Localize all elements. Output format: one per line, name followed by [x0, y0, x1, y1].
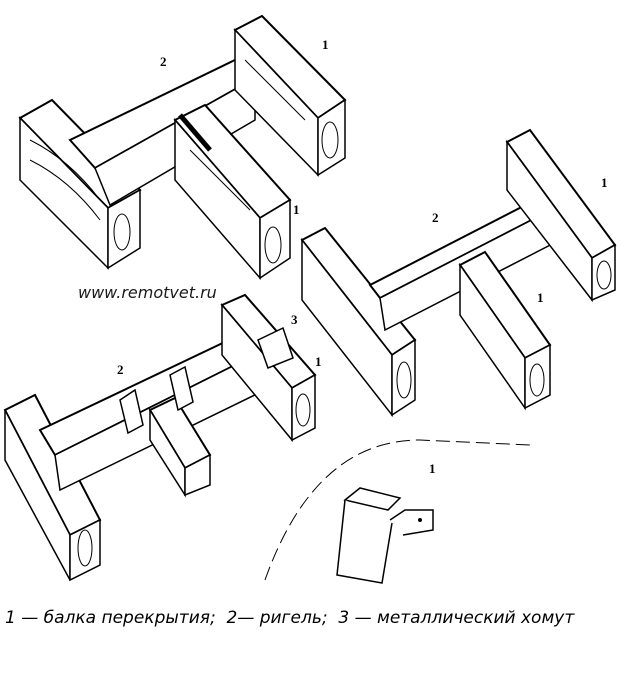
assembly-right	[300, 128, 617, 418]
label-rigel: 2	[432, 210, 439, 225]
label-beam: 1	[537, 290, 544, 305]
label-beam: 1	[601, 175, 608, 190]
label-clamp-detail: 1	[429, 461, 436, 476]
label-beam: 1	[293, 202, 300, 217]
figure-caption: 1 — балка перекрытия; 2— ригель; 3 — мет…	[5, 608, 575, 628]
watermark: www.remotvet.ru	[78, 283, 217, 302]
label-clamp: 3	[291, 312, 298, 327]
label-beam: 1	[315, 354, 322, 369]
label-rigel: 2	[117, 362, 124, 377]
assembly-top-left	[18, 14, 347, 281]
label-rigel: 2	[160, 54, 167, 69]
assembly-bottom-left	[3, 293, 317, 582]
label-beam: 1	[322, 37, 329, 52]
clamp-detail	[264, 439, 531, 584]
